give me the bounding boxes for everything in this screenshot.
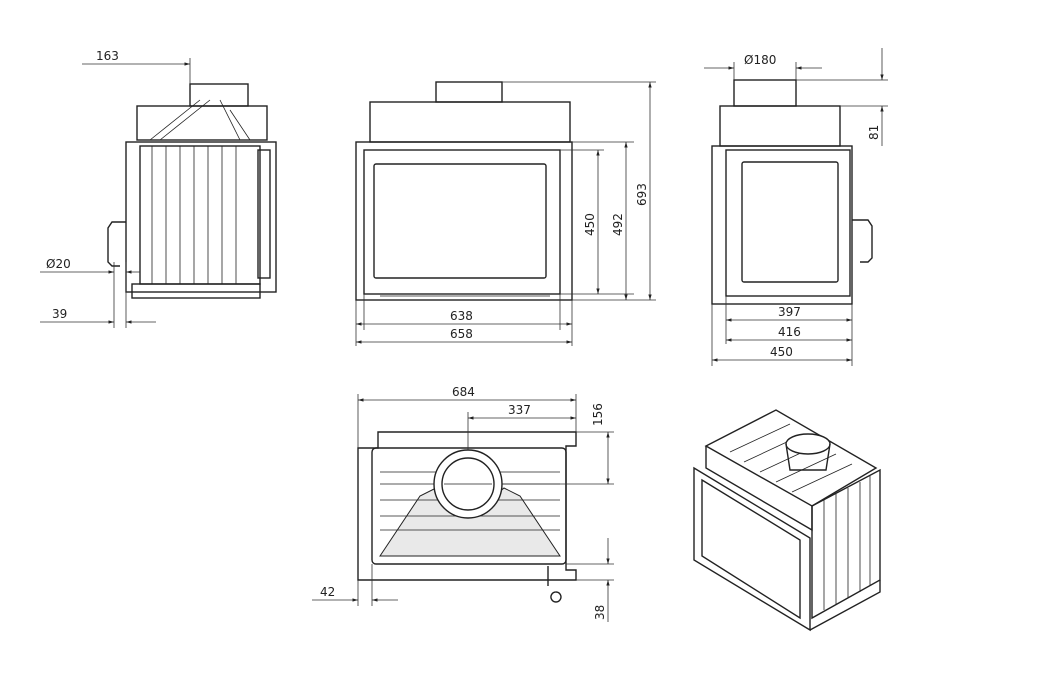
iso-flue-top [785, 433, 831, 455]
side-handle [107, 221, 126, 267]
side-view: 163 Ø20 39 [40, 49, 277, 328]
right-flue-collar [733, 79, 797, 107]
dim-front-492: 492 [611, 213, 625, 236]
front-view: 450 492 693 638 658 [355, 81, 656, 346]
side-base [131, 283, 261, 299]
right-door-frame [725, 149, 851, 297]
side-rear-panel [257, 149, 271, 279]
dim-right-397: 397 [778, 305, 801, 319]
dim-side-163: 163 [96, 49, 119, 63]
dim-side-d20: Ø20 [46, 257, 71, 271]
side-ribs [151, 146, 237, 284]
dim-side-39: 39 [52, 307, 67, 321]
iso-hood-top [704, 409, 878, 507]
right-body [711, 145, 853, 305]
dim-front-450: 450 [583, 213, 597, 236]
iso-glass-frame [701, 478, 801, 620]
right-view: Ø180 81 397 416 450 [704, 48, 888, 366]
iso-base [809, 580, 881, 631]
side-firebox [139, 145, 261, 285]
isometric-view [693, 409, 881, 632]
front-hood [369, 101, 571, 143]
front-glass [373, 163, 547, 279]
dim-right-416: 416 [778, 325, 801, 339]
front-flue-collar [435, 81, 503, 103]
iso-flue-body [785, 443, 831, 471]
front-body [355, 141, 573, 301]
top-view: 684 337 156 42 38 [312, 385, 614, 622]
side-flue-collar [189, 83, 249, 107]
dim-top-684: 684 [452, 385, 475, 399]
dim-top-42: 42 [320, 585, 335, 599]
top-outline [357, 431, 577, 581]
dim-top-156: 156 [591, 403, 605, 426]
right-hood [719, 105, 841, 147]
side-hood-baffles [149, 99, 251, 141]
right-handle [852, 219, 873, 263]
dim-front-693: 693 [635, 183, 649, 206]
dim-right-81: 81 [867, 125, 881, 140]
dim-top-38: 38 [593, 605, 607, 620]
top-flue-inner [441, 457, 495, 511]
top-control-knob [547, 566, 562, 603]
dim-right-450: 450 [770, 345, 793, 359]
iso-side-ribs [823, 476, 871, 610]
dim-top-337: 337 [508, 403, 531, 417]
front-door-frame [363, 149, 561, 295]
right-glass [741, 161, 839, 283]
side-body [125, 141, 277, 293]
dim-right-d180: Ø180 [744, 53, 776, 67]
iso-hood-ribs [729, 423, 853, 493]
dim-front-638: 638 [450, 309, 473, 323]
top-inner-box [371, 447, 567, 565]
dim-front-658: 658 [450, 327, 473, 341]
